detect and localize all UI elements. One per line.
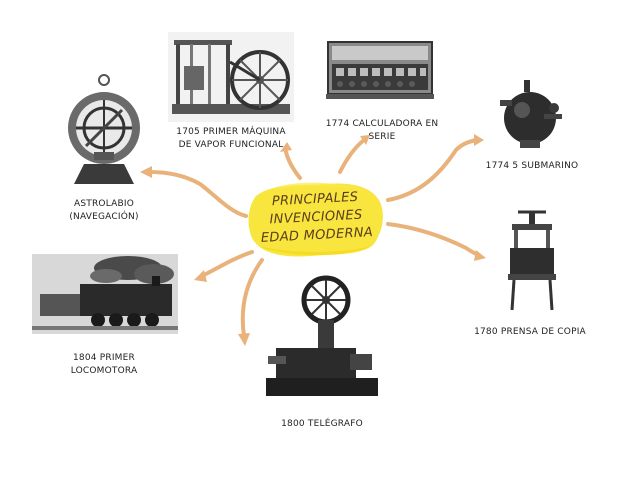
label-calculadora-line-1: 1774 CALCULADORA EN	[325, 119, 439, 129]
label-astrolabio-line-2: (NAVEGACIÓN)	[69, 212, 139, 222]
astrolabe-icon	[68, 74, 140, 184]
central-title: PRINCIPALES INVENCIONES EDAD MODERNA	[246, 176, 386, 260]
submarine-icon	[500, 80, 562, 148]
arrow-to-prensa	[386, 222, 486, 261]
arrow-to-telegrafo	[238, 258, 264, 346]
label-maquina-vapor: 1705 PRIMER MÁQUINA DE VAPOR FUNCIONAL	[164, 126, 298, 152]
arrow-to-maquina-vapor	[280, 142, 302, 180]
label-submarino-line-1: 1774 5 SUBMARINO	[485, 161, 579, 171]
arrow-to-astrolabio	[140, 166, 248, 218]
label-astrolabio: ASTROLABIO (NAVEGACIÓN)	[54, 198, 154, 224]
label-prensa: 1780 PRENSA DE COPIA	[470, 326, 590, 339]
arrow-to-submarino	[386, 134, 484, 202]
label-maquina-vapor-line-1: 1705 PRIMER MÁQUINA	[176, 127, 286, 137]
steam-engine-icon	[168, 32, 294, 122]
label-calculadora: 1774 CALCULADORA EN SERIE	[316, 118, 448, 144]
label-locomotora-line-2: LOCOMOTORA	[70, 366, 138, 376]
central-title-text: PRINCIPALES INVENCIONES EDAD MODERNA	[259, 188, 374, 248]
label-maquina-vapor-line-2: DE VAPOR FUNCIONAL	[178, 140, 284, 150]
label-telegrafo-line-1: 1800 TELÉGRAFO	[281, 419, 363, 429]
calculator-icon	[326, 41, 434, 99]
label-locomotora: 1804 PRIMER LOCOMOTORA	[54, 352, 154, 378]
highlight-blob	[248, 182, 383, 257]
label-locomotora-line-1: 1804 PRIMER	[72, 353, 135, 363]
label-telegrafo: 1800 TELÉGRAFO	[268, 418, 376, 431]
copy-press-icon	[508, 210, 556, 311]
label-prensa-line-1: 1780 PRENSA DE COPIA	[474, 327, 586, 337]
telegraph-icon	[266, 275, 378, 396]
arrow-to-calculadora	[338, 135, 370, 174]
label-astrolabio-line-1: ASTROLABIO	[74, 199, 134, 209]
arrow-to-locomotora	[194, 250, 254, 282]
label-submarino: 1774 5 SUBMARINO	[480, 160, 584, 173]
locomotive-icon	[32, 254, 178, 334]
label-calculadora-line-2: SERIE	[368, 132, 396, 142]
